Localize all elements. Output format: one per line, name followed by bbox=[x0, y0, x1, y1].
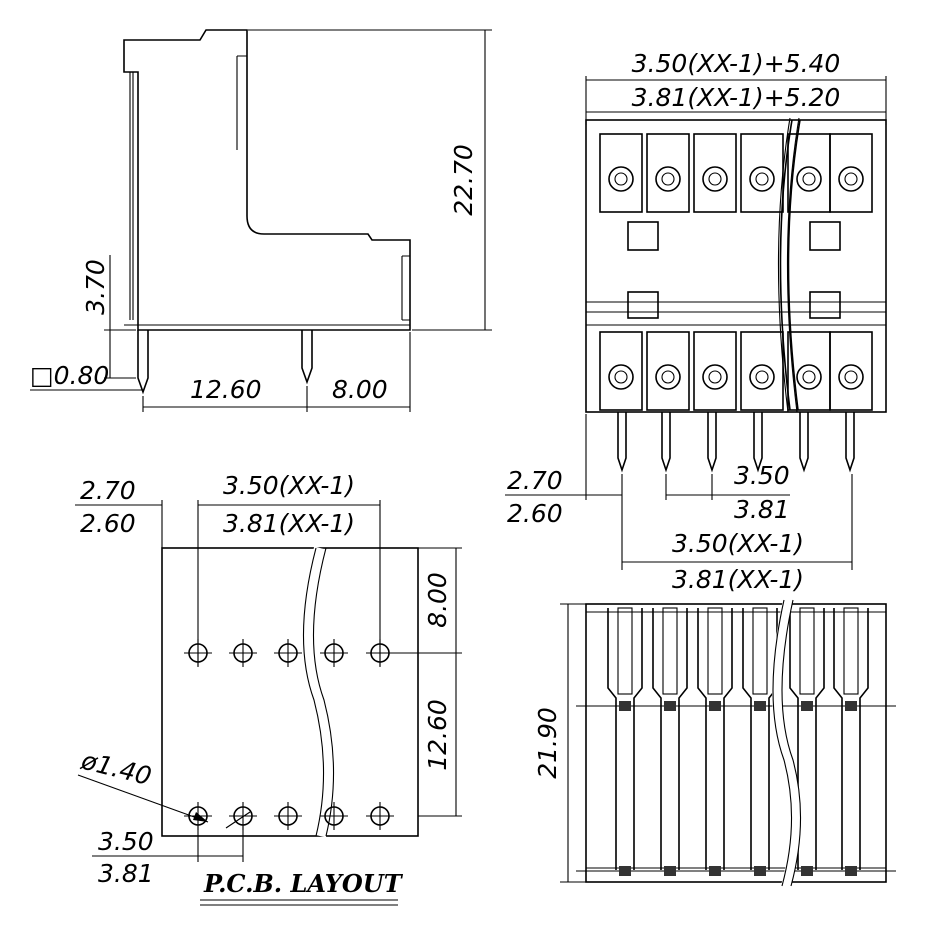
latch-window bbox=[809, 221, 841, 251]
front-pitch-381-label: 3.81 bbox=[734, 495, 790, 524]
leader-line bbox=[225, 811, 251, 829]
front-overall-381-label: 3.81(XX-1)+5.20 bbox=[632, 83, 841, 112]
front-bottom-terminal-row bbox=[599, 331, 873, 411]
side-height-label: 22.70 bbox=[449, 144, 478, 216]
side-standoff-label: 3.70 bbox=[81, 259, 110, 315]
front-edge-260-label: 2.60 bbox=[507, 499, 563, 528]
front-edge-270-label: 2.70 bbox=[507, 466, 563, 495]
pcb-edge-260-label: 2.60 bbox=[80, 509, 136, 538]
bottom-break-gap bbox=[772, 598, 801, 888]
side-view-inner-lines bbox=[129, 55, 410, 321]
side-pin-rear bbox=[301, 330, 313, 385]
front-body-outline bbox=[585, 119, 887, 413]
pcb-row-pitch-label: 12.60 bbox=[423, 699, 452, 771]
latch-window bbox=[809, 291, 841, 319]
side-pin-square-label: □0.80 bbox=[30, 361, 109, 390]
pcb-hole-row-top bbox=[184, 639, 394, 667]
front-view: 3.50(XX-1)+5.40 3.81(XX-1)+5.20 bbox=[505, 49, 887, 594]
pcb-hole-dia-label: ø1.40 bbox=[78, 745, 155, 791]
front-pitch-350-label: 3.50 bbox=[734, 461, 790, 490]
latch-window bbox=[627, 221, 659, 251]
pcb-pitch-381-label: 3.81 bbox=[98, 859, 154, 888]
pcb-span-350-label: 3.50(XX-1) bbox=[223, 471, 355, 500]
pcb-pitch-350-label: 3.50 bbox=[98, 827, 154, 856]
side-view: 22.70 3.70 □0.80 12.60 8.00 bbox=[30, 29, 492, 412]
pcb-outline bbox=[161, 547, 419, 837]
front-span-381-label: 3.81(XX-1) bbox=[672, 565, 804, 594]
pcb-break-gap bbox=[301, 546, 334, 838]
latch-window bbox=[627, 291, 659, 319]
pcb-span-381-label: 3.81(XX-1) bbox=[223, 509, 355, 538]
side-view-outline bbox=[123, 29, 411, 331]
front-break-line bbox=[779, 119, 801, 411]
bottom-depth-label: 21.90 bbox=[533, 707, 562, 779]
pcb-edge-270-label: 2.70 bbox=[80, 476, 136, 505]
leader-line bbox=[77, 774, 209, 823]
side-pin-front bbox=[137, 330, 149, 395]
side-rear-offset-label: 8.00 bbox=[332, 375, 388, 404]
bottom-contact-columns bbox=[607, 607, 869, 876]
bottom-body-outline bbox=[585, 603, 887, 883]
pcb-hole-row-bottom bbox=[184, 802, 394, 830]
pcb-top-offset-label: 8.00 bbox=[423, 572, 452, 628]
front-pin-row bbox=[617, 412, 855, 473]
front-top-terminal-row bbox=[599, 133, 873, 213]
bottom-view: 21.90 bbox=[533, 598, 896, 888]
pcb-break-line bbox=[302, 547, 335, 837]
bottom-break-line bbox=[772, 599, 802, 887]
front-break-line bbox=[777, 117, 800, 413]
leader-arrow bbox=[193, 812, 208, 822]
side-row-pitch-label: 12.60 bbox=[190, 375, 262, 404]
pcb-layout-title: P.C.B. LAYOUT bbox=[203, 869, 404, 898]
front-span-350-label: 3.50(XX-1) bbox=[672, 529, 804, 558]
pcb-layout: 2.70 2.60 3.50(XX-1) 3.81(XX-1) 8.00 12.… bbox=[75, 471, 462, 906]
front-overall-350-label: 3.50(XX-1)+5.40 bbox=[632, 49, 841, 78]
